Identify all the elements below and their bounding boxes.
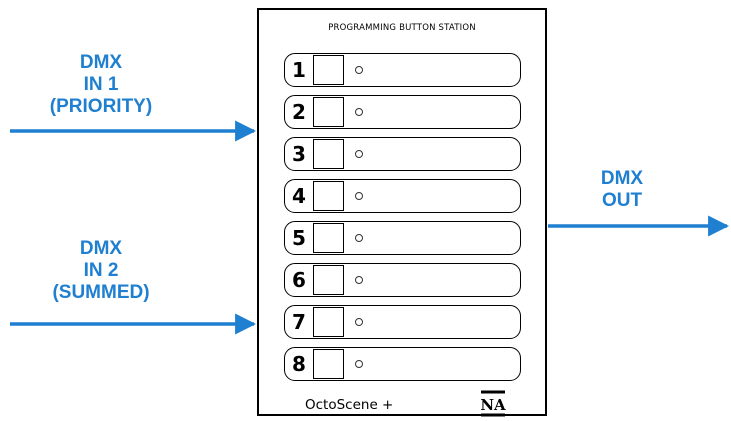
dmx-out-label: DMX OUT: [582, 168, 662, 212]
led-indicator-icon: [355, 360, 363, 368]
dmx-in-1-line-2: IN 1: [83, 74, 119, 95]
na-logo-icon: NA: [480, 390, 506, 417]
dmx-in-2-label: DMX IN 2 (SUMMED): [36, 238, 166, 304]
push-button[interactable]: [313, 55, 344, 85]
push-button[interactable]: [313, 97, 344, 127]
button-number: 8: [292, 352, 306, 376]
button-number: 2: [292, 100, 306, 124]
led-indicator-icon: [355, 192, 363, 200]
button-row-6[interactable]: 6: [284, 263, 521, 297]
dmx-in-2-line-3: (SUMMED): [52, 282, 150, 303]
push-button[interactable]: [313, 139, 344, 169]
dmx-in-1-label: DMX IN 1 (PRIORITY): [36, 52, 166, 118]
button-number: 6: [292, 268, 306, 292]
dmx-out-line-1: DMX: [600, 168, 644, 189]
led-indicator-icon: [355, 66, 363, 74]
led-indicator-icon: [355, 108, 363, 116]
push-button[interactable]: [313, 307, 344, 337]
programming-button-station: PROGRAMMING BUTTON STATION 1 2 3 4 5 6: [257, 8, 547, 417]
button-number: 5: [292, 226, 306, 250]
button-number: 1: [292, 58, 306, 82]
led-indicator-icon: [355, 318, 363, 326]
button-row-4[interactable]: 4: [284, 179, 521, 213]
push-button[interactable]: [313, 349, 344, 379]
dmx-in-1-line-1: DMX: [79, 52, 123, 73]
button-number: 3: [292, 142, 306, 166]
push-button[interactable]: [313, 181, 344, 211]
dmx-out-line-2: OUT: [601, 190, 643, 211]
led-indicator-icon: [355, 150, 363, 158]
dmx-in-1-line-3: (PRIORITY): [49, 96, 153, 117]
brand-name: OctoScene +: [305, 397, 394, 413]
button-row-5[interactable]: 5: [284, 221, 521, 255]
led-indicator-icon: [355, 234, 363, 242]
led-indicator-icon: [355, 276, 363, 284]
button-number: 4: [292, 184, 306, 208]
logo-letters: NA: [480, 396, 506, 414]
button-row-7[interactable]: 7: [284, 305, 521, 339]
push-button[interactable]: [313, 223, 344, 253]
button-row-3[interactable]: 3: [284, 137, 521, 171]
panel-title: PROGRAMMING BUTTON STATION: [328, 23, 476, 33]
button-number: 7: [292, 310, 306, 334]
dmx-in-2-line-1: DMX: [79, 238, 123, 259]
push-button[interactable]: [313, 265, 344, 295]
button-row-2[interactable]: 2: [284, 95, 521, 129]
button-row-8[interactable]: 8: [284, 347, 521, 381]
button-row-1[interactable]: 1: [284, 53, 521, 87]
dmx-in-2-line-2: IN 2: [83, 260, 119, 281]
